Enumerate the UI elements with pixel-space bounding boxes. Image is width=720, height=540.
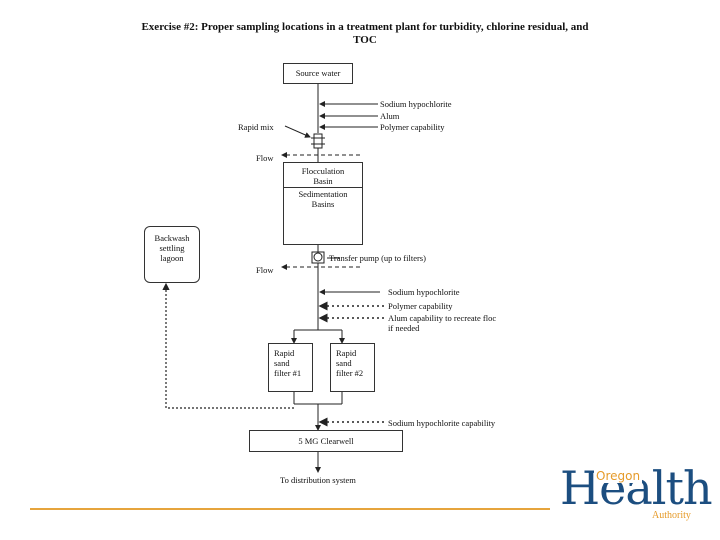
rapid-sand-filter-1: Rapid sand filter #1 (268, 343, 313, 392)
filter-line: sand (336, 358, 352, 368)
chem-label: if needed (388, 323, 420, 333)
filter-line: Rapid (336, 348, 357, 358)
transfer-pump-label: Transfer pump (up to filters) (329, 253, 426, 263)
chem-label: Alum capability to recreate floc (388, 313, 497, 323)
rapid-mix-icon (311, 133, 325, 149)
chem-label: Polymer capability (380, 122, 445, 132)
filter-line: filter #1 (274, 368, 302, 378)
filter-line: sand (274, 358, 290, 368)
chem-label: Alum (380, 111, 400, 121)
lagoon-line: lagoon (160, 253, 184, 263)
distribution-label: To distribution system (280, 475, 356, 485)
logo-oregon-text: Oregon (594, 469, 643, 483)
chem-label: Sodium hypochlorite (380, 99, 452, 109)
flocculation-sedimentation-basin: Flocculation Basin Sedimentation Basins (283, 162, 363, 245)
rapid-mix-label: Rapid mix (238, 122, 274, 132)
basin-line: Basins (311, 199, 335, 209)
rapid-mix-pointer (284, 125, 311, 138)
lagoon-line: settling (159, 243, 185, 253)
chem-label: Polymer capability (388, 301, 453, 311)
backwash-settling-lagoon: Backwash settling lagoon (144, 226, 200, 283)
rapid-sand-filter-2: Rapid sand filter #2 (330, 343, 375, 392)
chem-label: Sodium hypochlorite (388, 287, 460, 297)
flow-label: Flow (256, 153, 274, 163)
filter-line: filter #2 (336, 368, 364, 378)
clearwell-box: 5 MG Clearwell (249, 430, 403, 452)
flow-label: Flow (256, 265, 274, 275)
lagoon-line: Backwash (154, 233, 190, 243)
footer-rule (30, 508, 550, 510)
filter-line: Rapid (274, 348, 295, 358)
slide-title-line2: TOC (353, 34, 377, 46)
basin-line: Basin (313, 176, 333, 186)
basin-line: Flocculation (301, 166, 345, 176)
source-water-box: Source water (283, 63, 353, 84)
transfer-pump-icon (311, 251, 325, 264)
basin-line: Sedimentation (284, 187, 362, 199)
chem-label: Sodium hypochlorite capability (388, 418, 496, 428)
slide-title-line1: Exercise #2: Proper sampling locations i… (141, 21, 589, 33)
logo-authority-text: Authority (652, 510, 691, 521)
